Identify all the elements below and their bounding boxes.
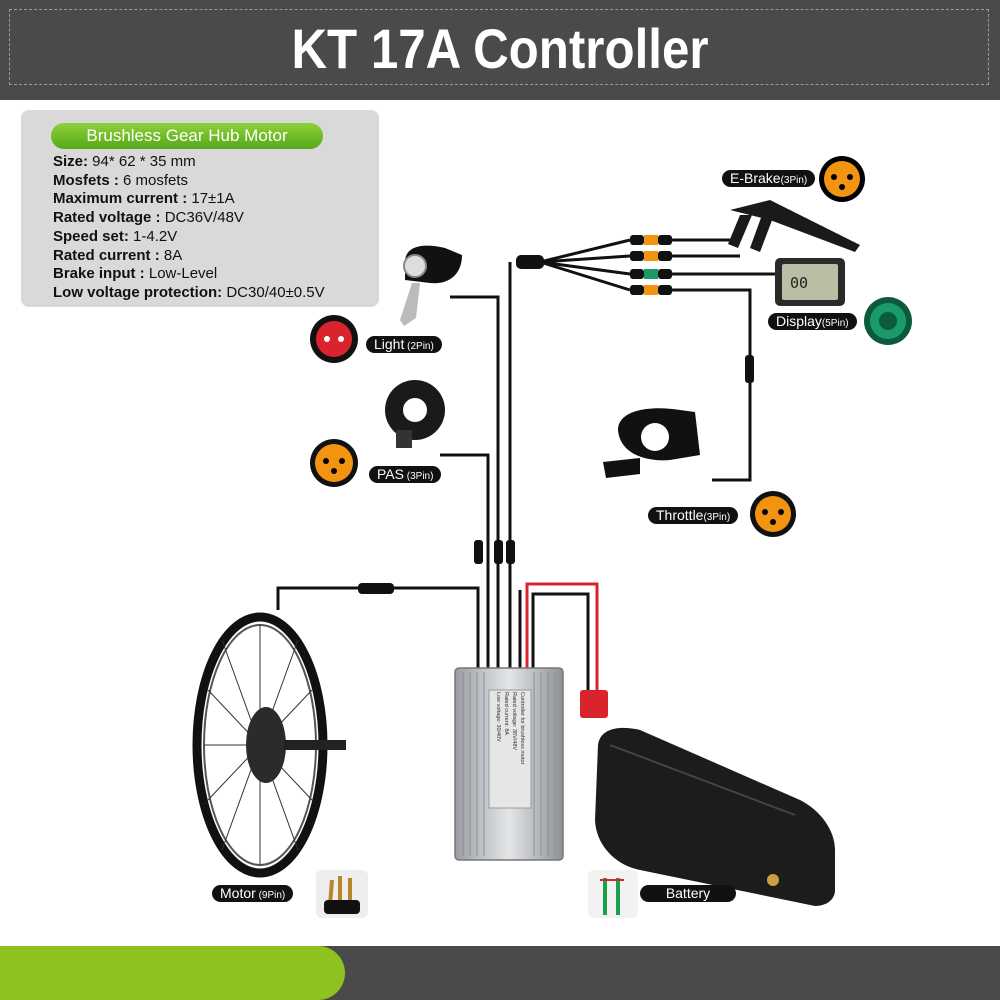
spec-value: 17±1A — [187, 190, 235, 208]
spec-key: Rated current : — [53, 246, 160, 264]
spec-key: Mosfets : — [53, 171, 119, 189]
spec-key: Size: — [53, 153, 89, 170]
label-motor: Motor (9Pin) — [212, 885, 294, 902]
spec-panel: Brushless Gear Hub Motor Size: 94* 62 * … — [21, 110, 379, 307]
spec-key: Maximum current : — [53, 190, 188, 208]
motor-connector — [316, 870, 368, 918]
inline-connectors — [358, 235, 754, 594]
header-bar — [0, 0, 1000, 100]
controller-label-line: Rated current: 8A — [503, 692, 509, 736]
spec-value: 8A — [159, 246, 183, 264]
spec-row-max-current: Maximum current : 17±1A — [53, 190, 325, 209]
spec-value: 6 mosfets — [118, 171, 189, 189]
battery-connector — [588, 870, 638, 918]
spec-row-rated-current: Rated current : 8A — [53, 247, 325, 266]
spec-value: DC30/40±0.5V — [222, 283, 325, 301]
controller-label-line: Rated voltage: 36V/48V — [511, 692, 517, 751]
spec-row-mosfets: Mosfets : 6 mosfets — [53, 172, 325, 191]
controller-box — [454, 667, 564, 861]
label-light-name: Light — [374, 336, 405, 352]
label-display-pin: (5Pin) — [821, 318, 849, 329]
footer-accent — [0, 946, 345, 1000]
label-pas: PAS (3Pin) — [369, 466, 442, 483]
spec-key: Brake input : — [53, 265, 145, 283]
label-motor-pin: (9Pin) — [255, 890, 286, 901]
label-ebrake-pin: (3Pin) — [780, 175, 808, 186]
page-title: KT 17A Controller — [291, 17, 709, 80]
ebrake-lever — [728, 200, 860, 252]
controller-label-line: Low voltage: 30/40V — [495, 692, 501, 742]
display-connector-icon — [864, 297, 912, 345]
footer-bar — [0, 946, 1000, 1000]
spec-row-speed-set: Speed set: 1-4.2V — [53, 228, 325, 247]
label-pas-pin: (3Pin) — [403, 471, 434, 482]
spec-value: 94* 62 * 35 mm — [88, 153, 196, 170]
plug-colors — [644, 235, 658, 295]
hub-motor-wheel — [192, 612, 346, 878]
ebrake-connector-icon — [819, 156, 865, 202]
spec-row-low-voltage: Low voltage protection: DC30/40±0.5V — [53, 284, 325, 303]
thumb-throttle — [603, 408, 700, 478]
header-dashed-frame — [9, 9, 989, 85]
spec-value: 1-4.2V — [128, 227, 178, 245]
label-light: Light (2Pin) — [366, 336, 442, 353]
spec-key: Low voltage protection: — [53, 283, 223, 301]
label-display: Display(5Pin) — [768, 313, 857, 330]
controller-label: Controller for brushless motor Rated vol… — [490, 692, 530, 806]
label-motor-name: Motor — [220, 885, 256, 901]
spec-row-rated-voltage: Rated voltage : DC36V/48V — [53, 209, 325, 228]
label-battery: Battery — [640, 885, 736, 902]
spec-list: Size: 94* 62 * 35 mm Mosfets : 6 mosfets… — [53, 153, 325, 303]
spec-value: Low-Level — [144, 265, 218, 283]
spec-value: DC36V/48V — [160, 209, 244, 227]
spec-key: Rated voltage : — [53, 209, 161, 227]
light-connector-icon — [310, 315, 358, 363]
battery-wire — [525, 582, 599, 700]
lcd-display: 00 — [775, 258, 845, 306]
label-pas-name: PAS — [377, 466, 404, 482]
spec-row-brake-input: Brake input : Low-Level — [53, 265, 325, 284]
pas-connector-icon — [310, 439, 358, 487]
controller-label-line: Controller for brushless motor — [519, 692, 525, 765]
label-throttle-pin: (3Pin) — [703, 512, 731, 523]
pas-sensor — [385, 380, 445, 448]
spec-heading: Brushless Gear Hub Motor — [51, 123, 323, 149]
spec-key: Speed set: — [53, 227, 129, 245]
label-ebrake-name: E-Brake — [730, 170, 781, 186]
label-throttle-name: Throttle — [656, 507, 704, 523]
label-display-name: Display — [776, 313, 822, 329]
headlight — [400, 245, 462, 326]
label-ebrake: E-Brake(3Pin) — [722, 170, 816, 187]
battery-pack — [580, 690, 835, 906]
label-battery-name: Battery — [665, 885, 711, 901]
spec-row-size: Size: 94* 62 * 35 mm — [53, 153, 325, 172]
throttle-connector-icon — [750, 491, 796, 537]
label-light-pin: (2Pin) — [404, 341, 434, 352]
label-throttle: Throttle(3Pin) — [648, 507, 739, 524]
display-readout: 00 — [790, 274, 808, 292]
